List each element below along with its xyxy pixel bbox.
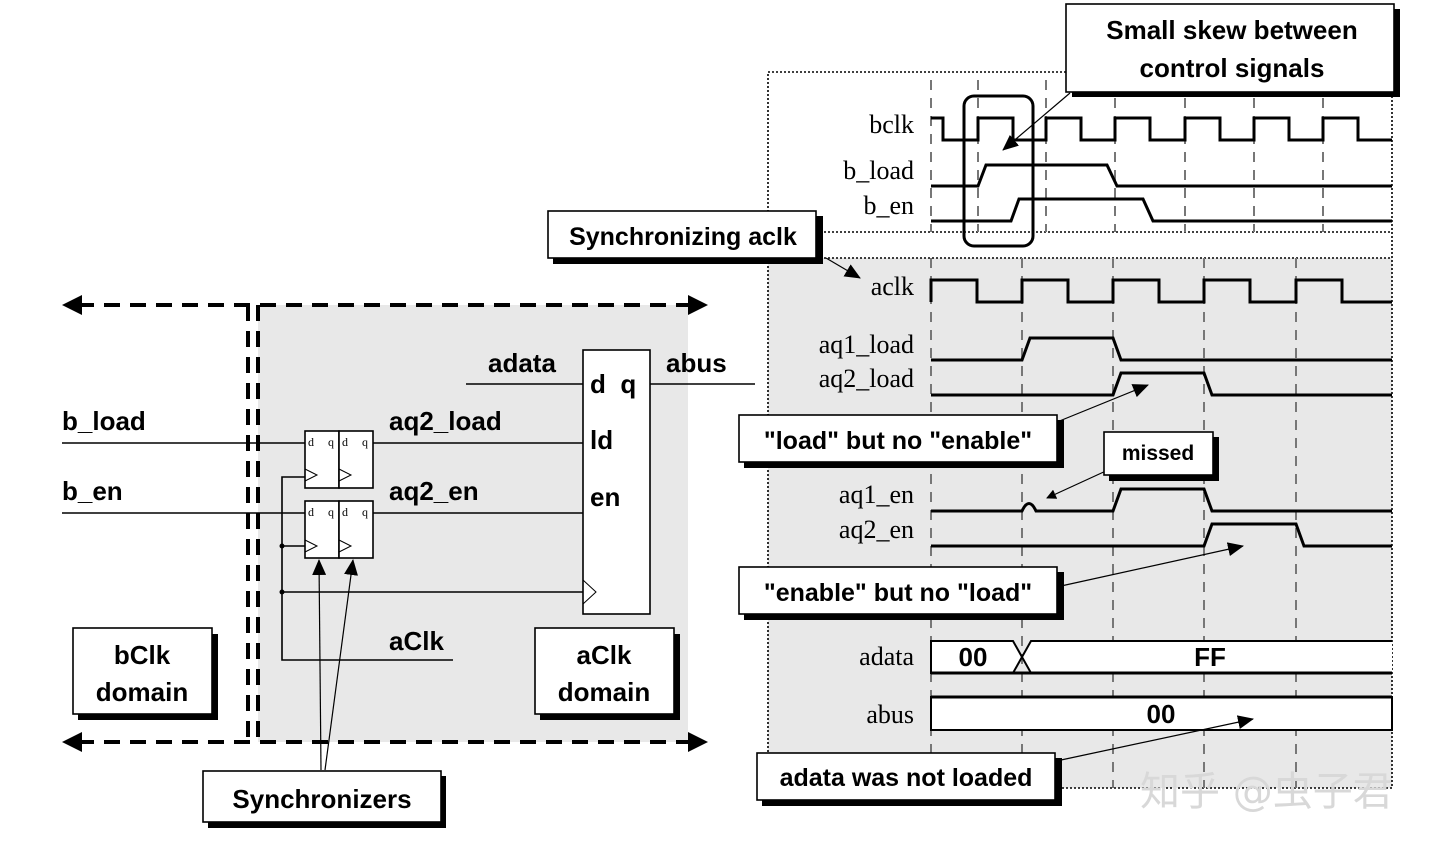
adata-value-1: FF bbox=[1194, 642, 1226, 672]
svg-text:"load" but no "enable": "load" but no "enable" bbox=[764, 427, 1032, 455]
wave-aq2-en bbox=[931, 522, 1392, 548]
svg-text:domain: domain bbox=[558, 677, 650, 707]
arrow-left-top-icon bbox=[62, 295, 82, 315]
bclk-domain-box: bClk domain bbox=[72, 627, 218, 720]
sig-aq1-en-label: aq1_en bbox=[839, 480, 914, 509]
skew-highlight bbox=[962, 94, 1035, 248]
svg-text:domain: domain bbox=[96, 677, 188, 707]
svg-text:Synchronizing aclk: Synchronizing aclk bbox=[569, 223, 797, 251]
svg-text:d q: d q bbox=[590, 369, 636, 399]
svg-text:ld: ld bbox=[590, 425, 613, 455]
svg-text:q: q bbox=[328, 505, 334, 519]
sig-b-load-label: b_load bbox=[843, 156, 914, 185]
svg-text:bClk: bClk bbox=[114, 640, 171, 670]
svg-text:en: en bbox=[590, 482, 620, 512]
aclk-label: aClk bbox=[389, 626, 444, 656]
callout-load-no-enable: "load" but no "enable" bbox=[738, 384, 1149, 468]
bus-adata bbox=[930, 640, 1392, 675]
svg-text:d: d bbox=[342, 435, 348, 449]
arrow-right-top-icon bbox=[688, 295, 708, 315]
aclk-domain-box: aClk domain bbox=[534, 627, 680, 720]
sig-bclk-label: bclk bbox=[869, 110, 914, 139]
sig-aclk-label: aclk bbox=[871, 272, 914, 301]
timing-diagram: bclk b_load b_en aclk aq1_load aq2_load … bbox=[547, 3, 1400, 806]
sig-b-en-label: b_en bbox=[863, 191, 914, 220]
callout-synchronizing-aclk: Synchronizing aclk bbox=[547, 210, 861, 279]
sig-aq2-en-label: aq2_en bbox=[839, 515, 914, 544]
adata-value-0: 00 bbox=[959, 642, 988, 672]
synchronizers-callout: Synchronizers bbox=[202, 559, 446, 828]
callout-enable-no-load: "enable" but no "load" bbox=[738, 542, 1244, 620]
domain-boundary bbox=[78, 303, 690, 744]
svg-text:q: q bbox=[362, 435, 368, 449]
callout-small-skew: Small skew between control signals bbox=[1002, 3, 1400, 151]
wave-b-en bbox=[931, 197, 1392, 223]
svg-text:d: d bbox=[342, 505, 348, 519]
b-load-label: b_load bbox=[62, 406, 146, 436]
sig-adata-label: adata bbox=[859, 642, 914, 671]
bus-abus bbox=[930, 695, 1393, 731]
sig-aq1-load-label: aq1_load bbox=[819, 330, 914, 359]
abus-value-0: 00 bbox=[1147, 699, 1176, 729]
svg-text:q: q bbox=[328, 435, 334, 449]
svg-text:Small skew between: Small skew between bbox=[1106, 15, 1357, 45]
schematic: b_load b_en d q d q d q d q bbox=[62, 295, 755, 828]
wave-aq1-en bbox=[931, 487, 1392, 513]
abus-label: abus bbox=[666, 348, 727, 378]
aq2-load-label: aq2_load bbox=[389, 406, 502, 436]
sig-aq2-load-label: aq2_load bbox=[819, 364, 914, 393]
watermark: 知乎 @虫子君 bbox=[1140, 769, 1393, 815]
sig-abus-label: abus bbox=[866, 700, 914, 729]
svg-text:missed: missed bbox=[1122, 442, 1194, 465]
wave-aclk bbox=[929, 278, 1392, 304]
sync-flops-load: d q d q bbox=[304, 430, 374, 489]
arrow-left-bottom-icon bbox=[62, 732, 82, 752]
wave-aq2-load bbox=[931, 371, 1392, 397]
callout-missed: missed bbox=[1046, 431, 1219, 499]
destination-register: d q ld en bbox=[582, 349, 651, 615]
aq2-en-label: aq2_en bbox=[389, 476, 479, 506]
wave-aq1-load bbox=[931, 336, 1392, 362]
callout-adata-not-loaded: adata was not loaded bbox=[756, 715, 1254, 806]
wave-bclk bbox=[931, 116, 1392, 142]
sync-flops-en: d q d q bbox=[304, 500, 374, 559]
svg-text:adata was not loaded: adata was not loaded bbox=[780, 764, 1033, 792]
svg-text:"enable" but no "load": "enable" but no "load" bbox=[764, 579, 1032, 607]
svg-text:control signals: control signals bbox=[1140, 53, 1325, 83]
svg-text:aClk: aClk bbox=[577, 640, 632, 670]
svg-text:Synchronizers: Synchronizers bbox=[232, 784, 411, 814]
svg-text:d: d bbox=[308, 435, 314, 449]
adata-label: adata bbox=[488, 348, 556, 378]
b-en-label: b_en bbox=[62, 476, 123, 506]
wave-b-load bbox=[931, 163, 1392, 188]
svg-text:d: d bbox=[308, 505, 314, 519]
svg-text:q: q bbox=[362, 505, 368, 519]
arrow-right-bottom-icon bbox=[688, 732, 708, 752]
